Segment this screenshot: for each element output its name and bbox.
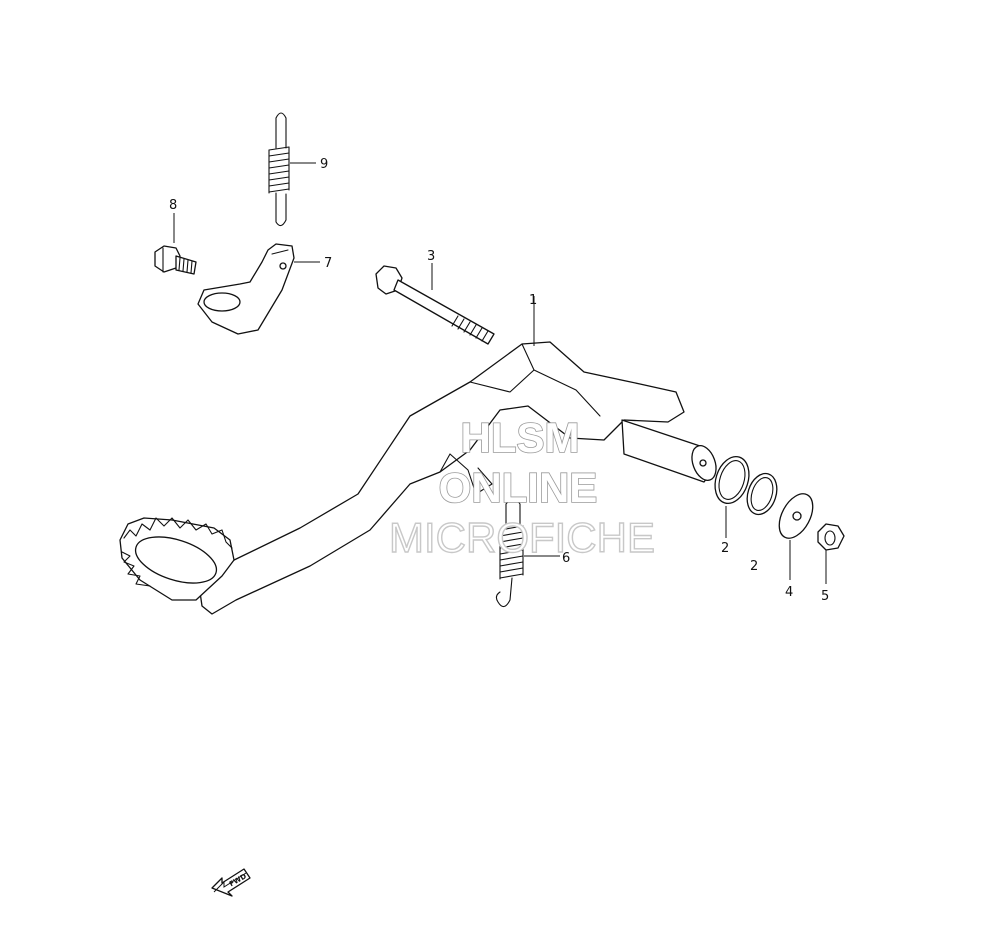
callout-8: 8 [169, 198, 177, 213]
part-1-brake-pedal[interactable] [119, 341, 720, 615]
callout-6: 6 [562, 551, 570, 566]
callout-2b: 2 [750, 559, 758, 574]
fwd-arrow-icon: FWD [211, 868, 251, 897]
watermark-line-2: ONLINE [439, 464, 598, 511]
callout-1: 1 [529, 293, 537, 308]
callout-7: 7 [324, 256, 332, 271]
part-6-spring[interactable] [495, 498, 524, 608]
part-3-bolt[interactable] [375, 265, 495, 345]
part-2-ring-b[interactable] [742, 470, 782, 519]
callout-5: 5 [821, 589, 829, 604]
callout-4: 4 [785, 585, 793, 600]
watermark-line-1: HLSM [461, 414, 580, 461]
part-8-bolt[interactable] [154, 245, 197, 275]
callout-2a: 2 [721, 541, 729, 556]
part-5-nut[interactable] [817, 523, 845, 551]
part-4-washer[interactable] [772, 488, 819, 544]
part-9-spring[interactable] [268, 112, 290, 227]
watermark-line-3: MICROFICHE [389, 514, 655, 561]
callout-9: 9 [320, 157, 328, 172]
callout-3: 3 [427, 249, 435, 264]
part-2-ring-a[interactable] [709, 452, 754, 508]
part-7-bracket[interactable] [197, 243, 295, 335]
